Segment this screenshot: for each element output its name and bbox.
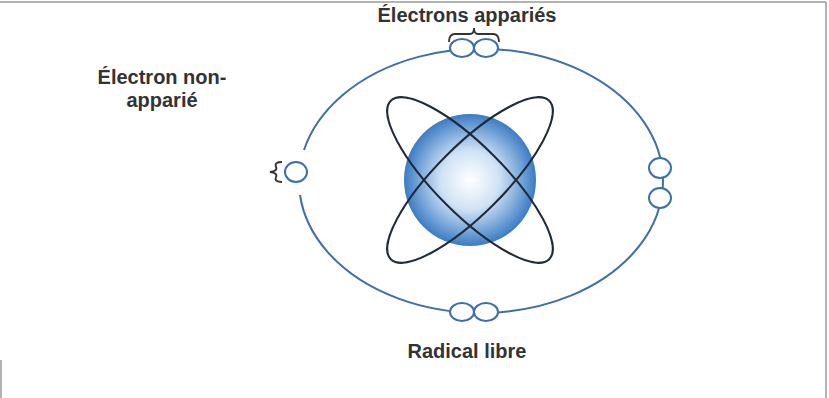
- orbital-ellipse: [367, 77, 573, 283]
- frame-line: [0, 360, 2, 398]
- bracket: [270, 162, 282, 182]
- frame-line: [0, 1, 826, 3]
- bracket: [449, 28, 499, 42]
- paired-electron: [450, 39, 474, 57]
- paired-electron: [474, 39, 498, 57]
- electron-shell: [300, 49, 663, 313]
- paired-electrons-label: Électrons appariés: [367, 4, 567, 27]
- paired-electron: [474, 303, 498, 321]
- paired-electron: [450, 303, 474, 321]
- unpaired-electron: [285, 162, 307, 182]
- orbital-ellipse: [367, 77, 573, 283]
- frame-line: [825, 2, 827, 398]
- paired-electron: [649, 158, 671, 178]
- caption: Radical libre: [347, 340, 587, 363]
- paired-electron: [649, 188, 671, 208]
- unpaired-electron-label: Électron non-apparié: [70, 66, 254, 112]
